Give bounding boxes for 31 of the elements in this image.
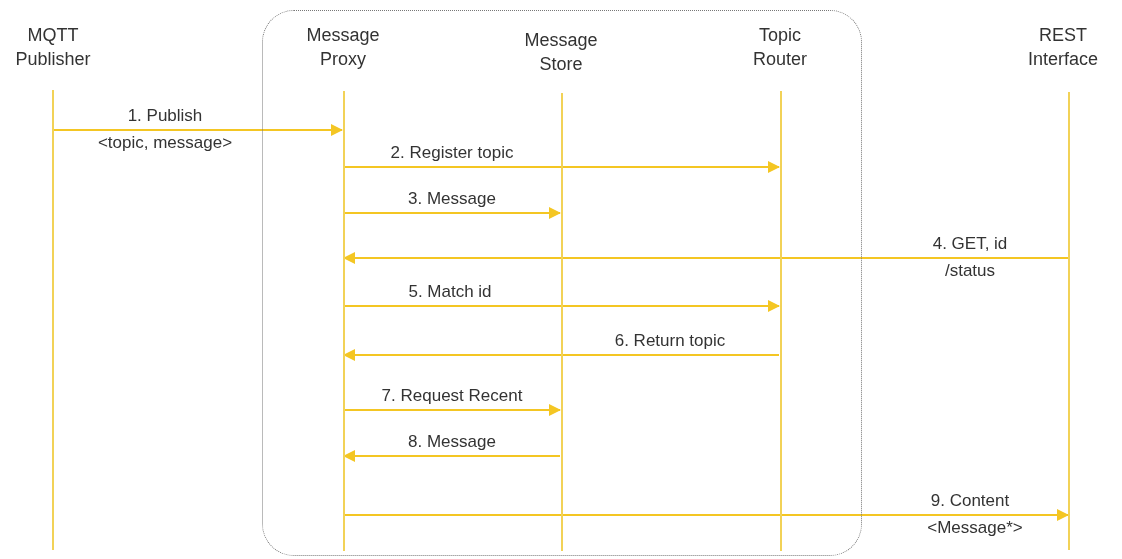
message-arrow [343,207,561,219]
message-arrow [343,300,780,312]
lifeline [561,93,563,551]
lifeline [52,90,54,550]
edge-label: 6. Return topic [614,330,726,352]
message-arrow [343,252,1069,264]
edge-label: 1. Publish [127,105,203,127]
participant-label: Message Proxy [305,24,381,71]
lifeline [780,91,782,551]
message-arrow [343,450,561,462]
edge-label: 9. Content [930,490,1010,512]
lifeline [343,91,345,551]
edge-label: 7. Request Recent [381,385,523,407]
message-arrow [343,404,561,416]
message-arrow [343,349,780,361]
edge-label: 4. GET, id [932,233,1008,255]
message-parameter: /status [944,260,996,282]
lifeline [1068,92,1070,550]
message-parameter: <Message*> [927,517,1023,539]
edge-label: 3. Message [408,188,496,210]
participant-label: Topic Router [752,24,808,71]
edge-label: 5. Match id [408,281,492,303]
message-arrow [53,124,343,136]
message-arrow [343,509,1069,521]
message-parameter: <topic, message> [97,132,233,154]
edge-label: 8. Message [408,431,496,453]
participant-label: REST Interface [1026,24,1099,71]
message-arrow [343,161,780,173]
participant-label: Message Store [523,29,599,76]
edge-label: 2. Register topic [390,142,514,164]
participant-label: MQTT Publisher [14,24,92,71]
